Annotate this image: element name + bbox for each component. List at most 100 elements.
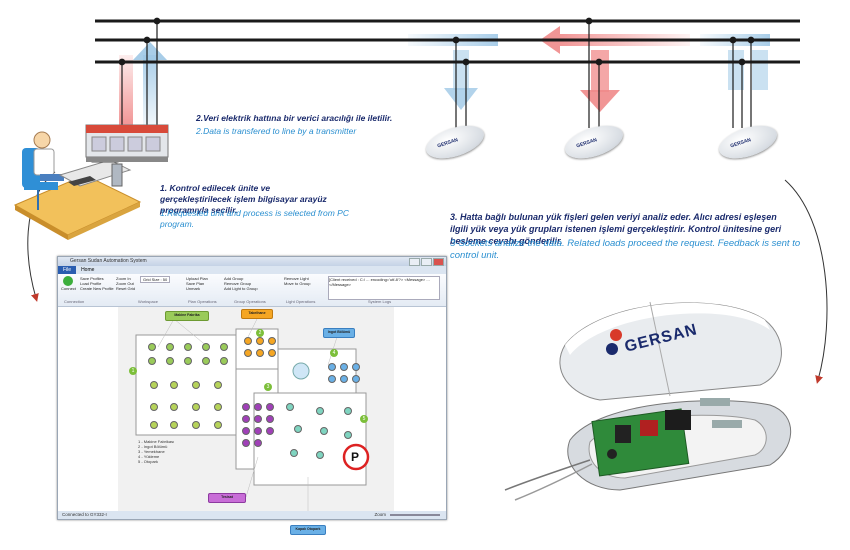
minimize-icon[interactable] [409,258,420,266]
light-marker[interactable] [290,449,298,457]
light-marker[interactable] [242,415,250,423]
connect-button[interactable]: Connect [61,286,76,291]
light-marker[interactable] [148,343,156,351]
connect-icon[interactable] [63,276,73,286]
light-marker[interactable] [254,427,262,435]
zoom-in-button[interactable]: Zoom In [116,276,131,281]
save-plan-button[interactable]: Save Plan [186,281,205,286]
tab-file[interactable]: File [58,266,77,274]
group-ops-label: Group Operations [234,299,266,304]
add-group-button[interactable]: Add Group [224,276,244,281]
plug3-up-arrow [728,50,768,90]
system-log-box[interactable]: [Client received : C:/ ... encoding='utf… [328,276,440,300]
reset-grid-button[interactable]: Reset Grid [116,286,136,291]
light-marker[interactable] [316,451,324,459]
light-marker[interactable] [166,343,174,351]
light-marker[interactable] [150,403,158,411]
app-title-bar: Gersan Sudan Automation System [58,257,446,266]
light-marker[interactable] [340,363,348,371]
light-marker[interactable] [254,403,262,411]
light-marker[interactable] [184,357,192,365]
open-plug-device [504,301,792,501]
light-marker[interactable] [256,349,264,357]
move-to-group-button[interactable]: Move to Group [284,281,311,286]
group-label-otopark[interactable]: Kapalı Otopark [290,525,326,535]
upload-plan-button[interactable]: Upload Plan [186,276,208,281]
unmark-button[interactable]: Unmark [186,286,201,291]
badge-5: 5 [360,415,368,423]
light-marker[interactable] [254,415,262,423]
step1-caption-en: 1.Requested unit and process is selected… [160,208,349,229]
close-icon[interactable] [433,258,444,266]
light-marker[interactable] [170,403,178,411]
light-marker[interactable] [294,425,302,433]
group-label-tesisat[interactable]: Tesisat [208,493,246,503]
save-profiles-button[interactable]: Save Profiles [80,276,104,281]
light-marker[interactable] [150,421,158,429]
plan-group-label: Plan Operations [188,299,217,304]
automation-app-window: Gersan Sudan Automation System File Home… [57,256,447,535]
light-marker[interactable] [242,427,250,435]
ribbon: Connect Save Profiles Load Profile Creat… [58,274,446,307]
remove-group-button[interactable]: Remove Group [224,281,252,286]
light-marker[interactable] [166,357,174,365]
light-marker[interactable] [352,363,360,371]
light-marker[interactable] [286,403,294,411]
light-marker[interactable] [214,421,222,429]
light-marker[interactable] [170,421,178,429]
zoom-slider[interactable] [390,514,440,516]
light-marker[interactable] [254,439,262,447]
light-marker[interactable] [242,403,250,411]
zoom-out-button[interactable]: Zoom Out [116,281,134,286]
light-marker[interactable] [328,375,336,383]
add-light-button[interactable]: Add Light to Group [224,286,258,291]
light-marker[interactable] [316,407,324,415]
app-tabs: File Home [58,266,446,274]
plug-brand-label: GERSAN [436,137,459,150]
group-label-makine[interactable]: Makine Fabrika [165,311,209,321]
grid-size-select[interactable]: Grid Size : 50 [140,276,171,283]
light-marker[interactable] [352,375,360,383]
light-marker[interactable] [266,415,274,423]
light-marker[interactable] [214,381,222,389]
light-marker[interactable] [266,403,274,411]
light-marker[interactable] [202,357,210,365]
light-marker[interactable] [184,343,192,351]
light-marker[interactable] [344,431,352,439]
group-label-ingot[interactable]: Ingot Bölümü [323,328,355,338]
light-marker[interactable] [148,357,156,365]
create-profile-button[interactable]: Create New Profile [80,286,114,291]
light-marker[interactable] [220,357,228,365]
light-marker[interactable] [340,375,348,383]
light-marker[interactable] [214,403,222,411]
light-marker[interactable] [192,403,200,411]
light-marker[interactable] [242,439,250,447]
light-marker[interactable] [192,381,200,389]
light-marker[interactable] [268,337,276,345]
light-marker[interactable] [192,421,200,429]
light-marker[interactable] [268,349,276,357]
light-marker[interactable] [244,349,252,357]
remove-light-button[interactable]: Remove Light [284,276,309,281]
light-marker[interactable] [256,337,264,345]
light-marker[interactable] [170,381,178,389]
light-ops-label: Light Operations [286,299,316,304]
light-marker[interactable] [328,363,336,371]
floor-plan-canvas[interactable]: P Makine Fabrika Tabelhane Ingot Bölümü … [58,307,446,535]
legend-item: 5 - Otopark [138,459,159,464]
ribbon-zoom-group: Zoom In Zoom Out Reset Grid [116,276,135,291]
light-marker[interactable] [202,343,210,351]
window-controls [409,258,444,266]
maximize-icon[interactable] [421,258,432,266]
light-marker[interactable] [344,407,352,415]
load-profile-button[interactable]: Load Profile [80,281,102,286]
light-marker[interactable] [220,343,228,351]
light-marker[interactable] [266,427,274,435]
light-marker[interactable] [320,427,328,435]
group-label-tabelhane[interactable]: Tabelhane [241,309,273,319]
light-marker[interactable] [150,381,158,389]
light-marker[interactable] [244,337,252,345]
transmitter-device [85,124,169,162]
tab-home[interactable]: Home [81,267,95,273]
